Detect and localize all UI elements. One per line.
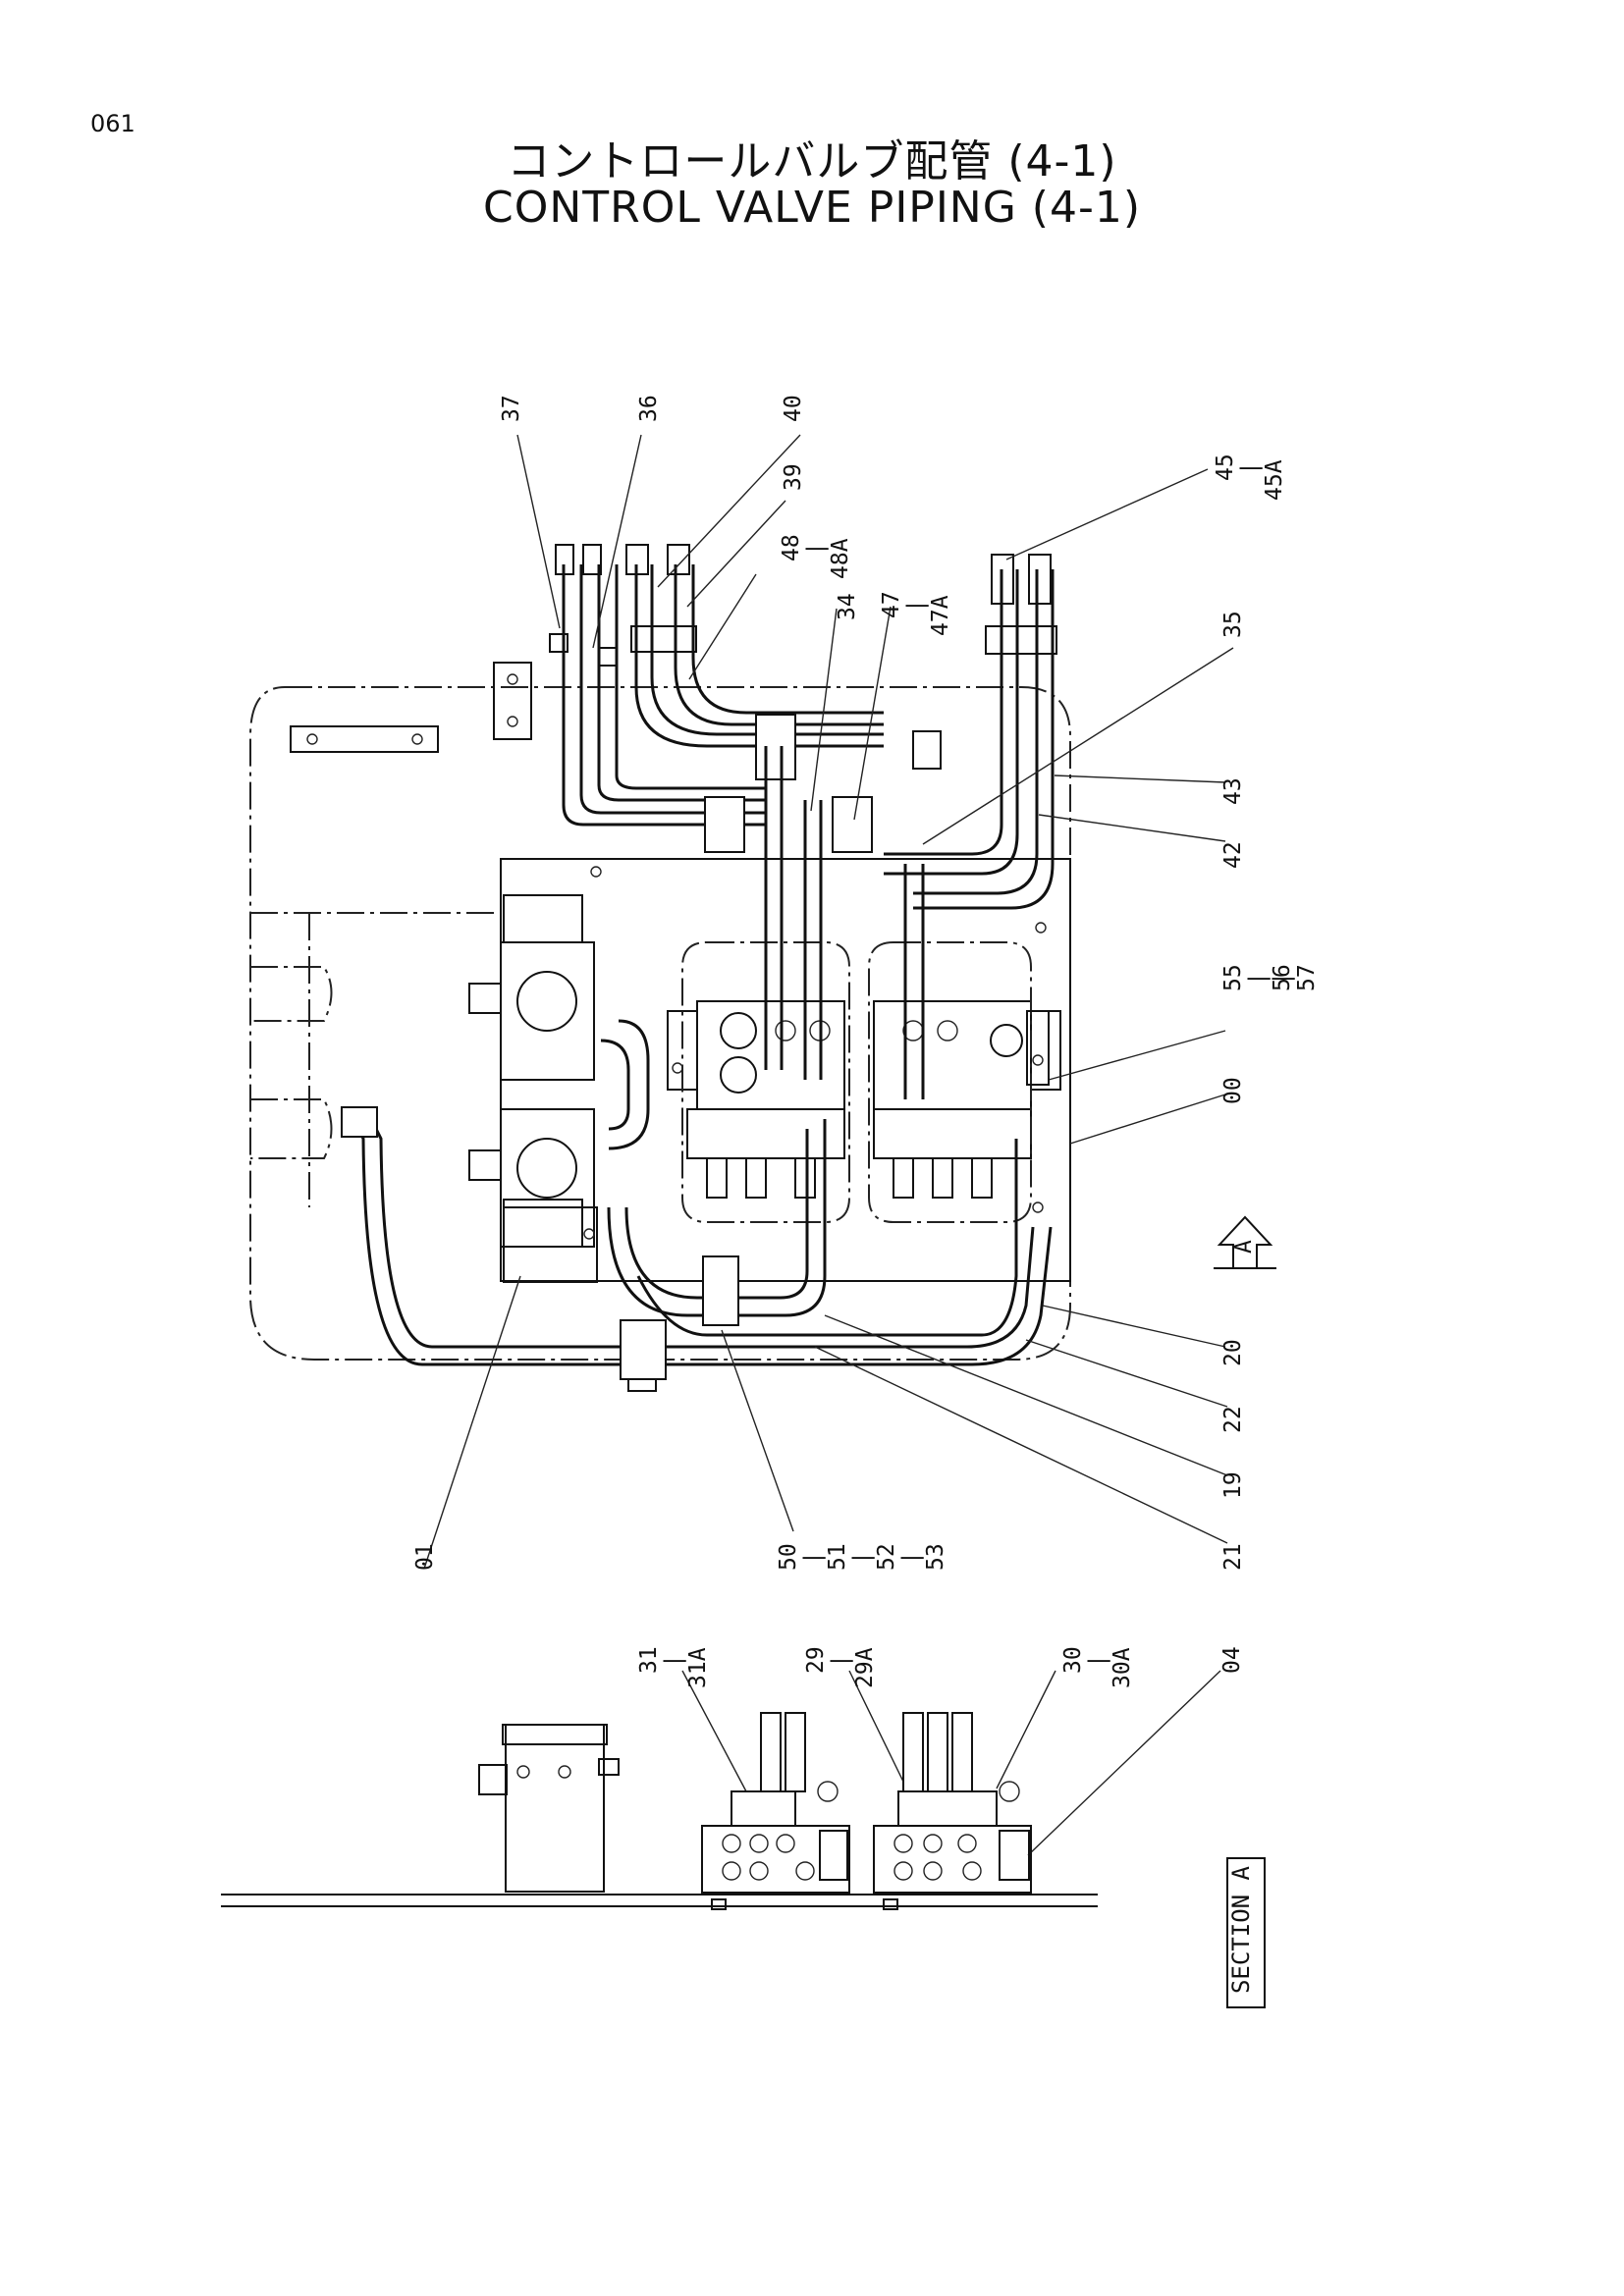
callout-56: 56	[1270, 964, 1295, 991]
callout-50: 50	[776, 1543, 801, 1571]
mounting-plate	[500, 858, 1071, 1282]
callout-53: 53	[923, 1543, 948, 1571]
callout-separator: |	[1085, 1654, 1110, 1668]
control-valve-left	[667, 1000, 845, 1199]
control-valve-right	[873, 1000, 1061, 1199]
callout-31a: 31A	[685, 1647, 711, 1688]
view-arrow-a	[1214, 1215, 1276, 1269]
section-label: SECTION A	[1227, 1865, 1255, 1995]
callout-42: 42	[1220, 841, 1246, 869]
title-japanese: コントロールバルブ配管 (4-1)	[507, 136, 1117, 187]
callout-separator: |	[828, 1654, 853, 1668]
callout-48: 48	[779, 534, 804, 561]
callout-separator: |	[661, 1654, 686, 1668]
callout-39: 39	[781, 463, 806, 491]
solenoid-block	[702, 1255, 739, 1326]
callout-35: 35	[1220, 611, 1246, 638]
callout-40: 40	[781, 395, 806, 422]
callout-47: 47	[879, 591, 904, 618]
callout-04: 04	[1219, 1646, 1245, 1674]
callout-separator: |	[803, 542, 829, 556]
callout-separator: |	[1270, 972, 1295, 986]
view-arrow-label: A	[1231, 1240, 1257, 1254]
callout-separator: |	[1245, 972, 1271, 986]
section-label-frame	[1226, 1857, 1266, 2008]
callout-29a: 29A	[852, 1647, 878, 1688]
pilot-valve-lower	[500, 1108, 595, 1248]
callout-52: 52	[874, 1543, 899, 1571]
callout-30: 30	[1060, 1646, 1086, 1674]
callout-separator: |	[800, 1551, 826, 1565]
callout-29: 29	[803, 1646, 829, 1674]
callout-30a: 30A	[1110, 1647, 1135, 1688]
callout-separator: |	[1237, 461, 1263, 475]
callout-45a: 45A	[1262, 459, 1287, 501]
base-plate-outline	[249, 686, 1071, 1361]
callout-separator: |	[903, 599, 929, 613]
callout-19: 19	[1220, 1471, 1246, 1499]
callout-57: 57	[1294, 964, 1320, 991]
page-number: 061	[90, 110, 135, 137]
callout-01: 01	[412, 1543, 438, 1571]
callout-37: 37	[499, 395, 524, 422]
callout-51: 51	[825, 1543, 850, 1571]
callout-48a: 48A	[828, 538, 853, 579]
callout-20: 20	[1220, 1339, 1246, 1366]
callout-47a: 47A	[928, 595, 953, 636]
callout-34: 34	[835, 593, 860, 620]
title-english: CONTROL VALVE PIPING (4-1)	[482, 183, 1141, 233]
callout-00: 00	[1220, 1077, 1246, 1104]
section-a-view	[221, 1712, 1098, 1910]
callout-36: 36	[636, 395, 662, 422]
pilot-valve-upper	[500, 941, 595, 1081]
callout-43: 43	[1220, 777, 1246, 805]
callout-45: 45	[1213, 454, 1238, 481]
elbow-fitting	[341, 1106, 378, 1138]
callout-separator: |	[898, 1551, 924, 1565]
callout-55: 55	[1220, 964, 1246, 991]
callout-31: 31	[636, 1646, 662, 1674]
callout-22: 22	[1220, 1406, 1246, 1433]
callout-separator: |	[849, 1551, 875, 1565]
callout-21: 21	[1220, 1543, 1246, 1571]
